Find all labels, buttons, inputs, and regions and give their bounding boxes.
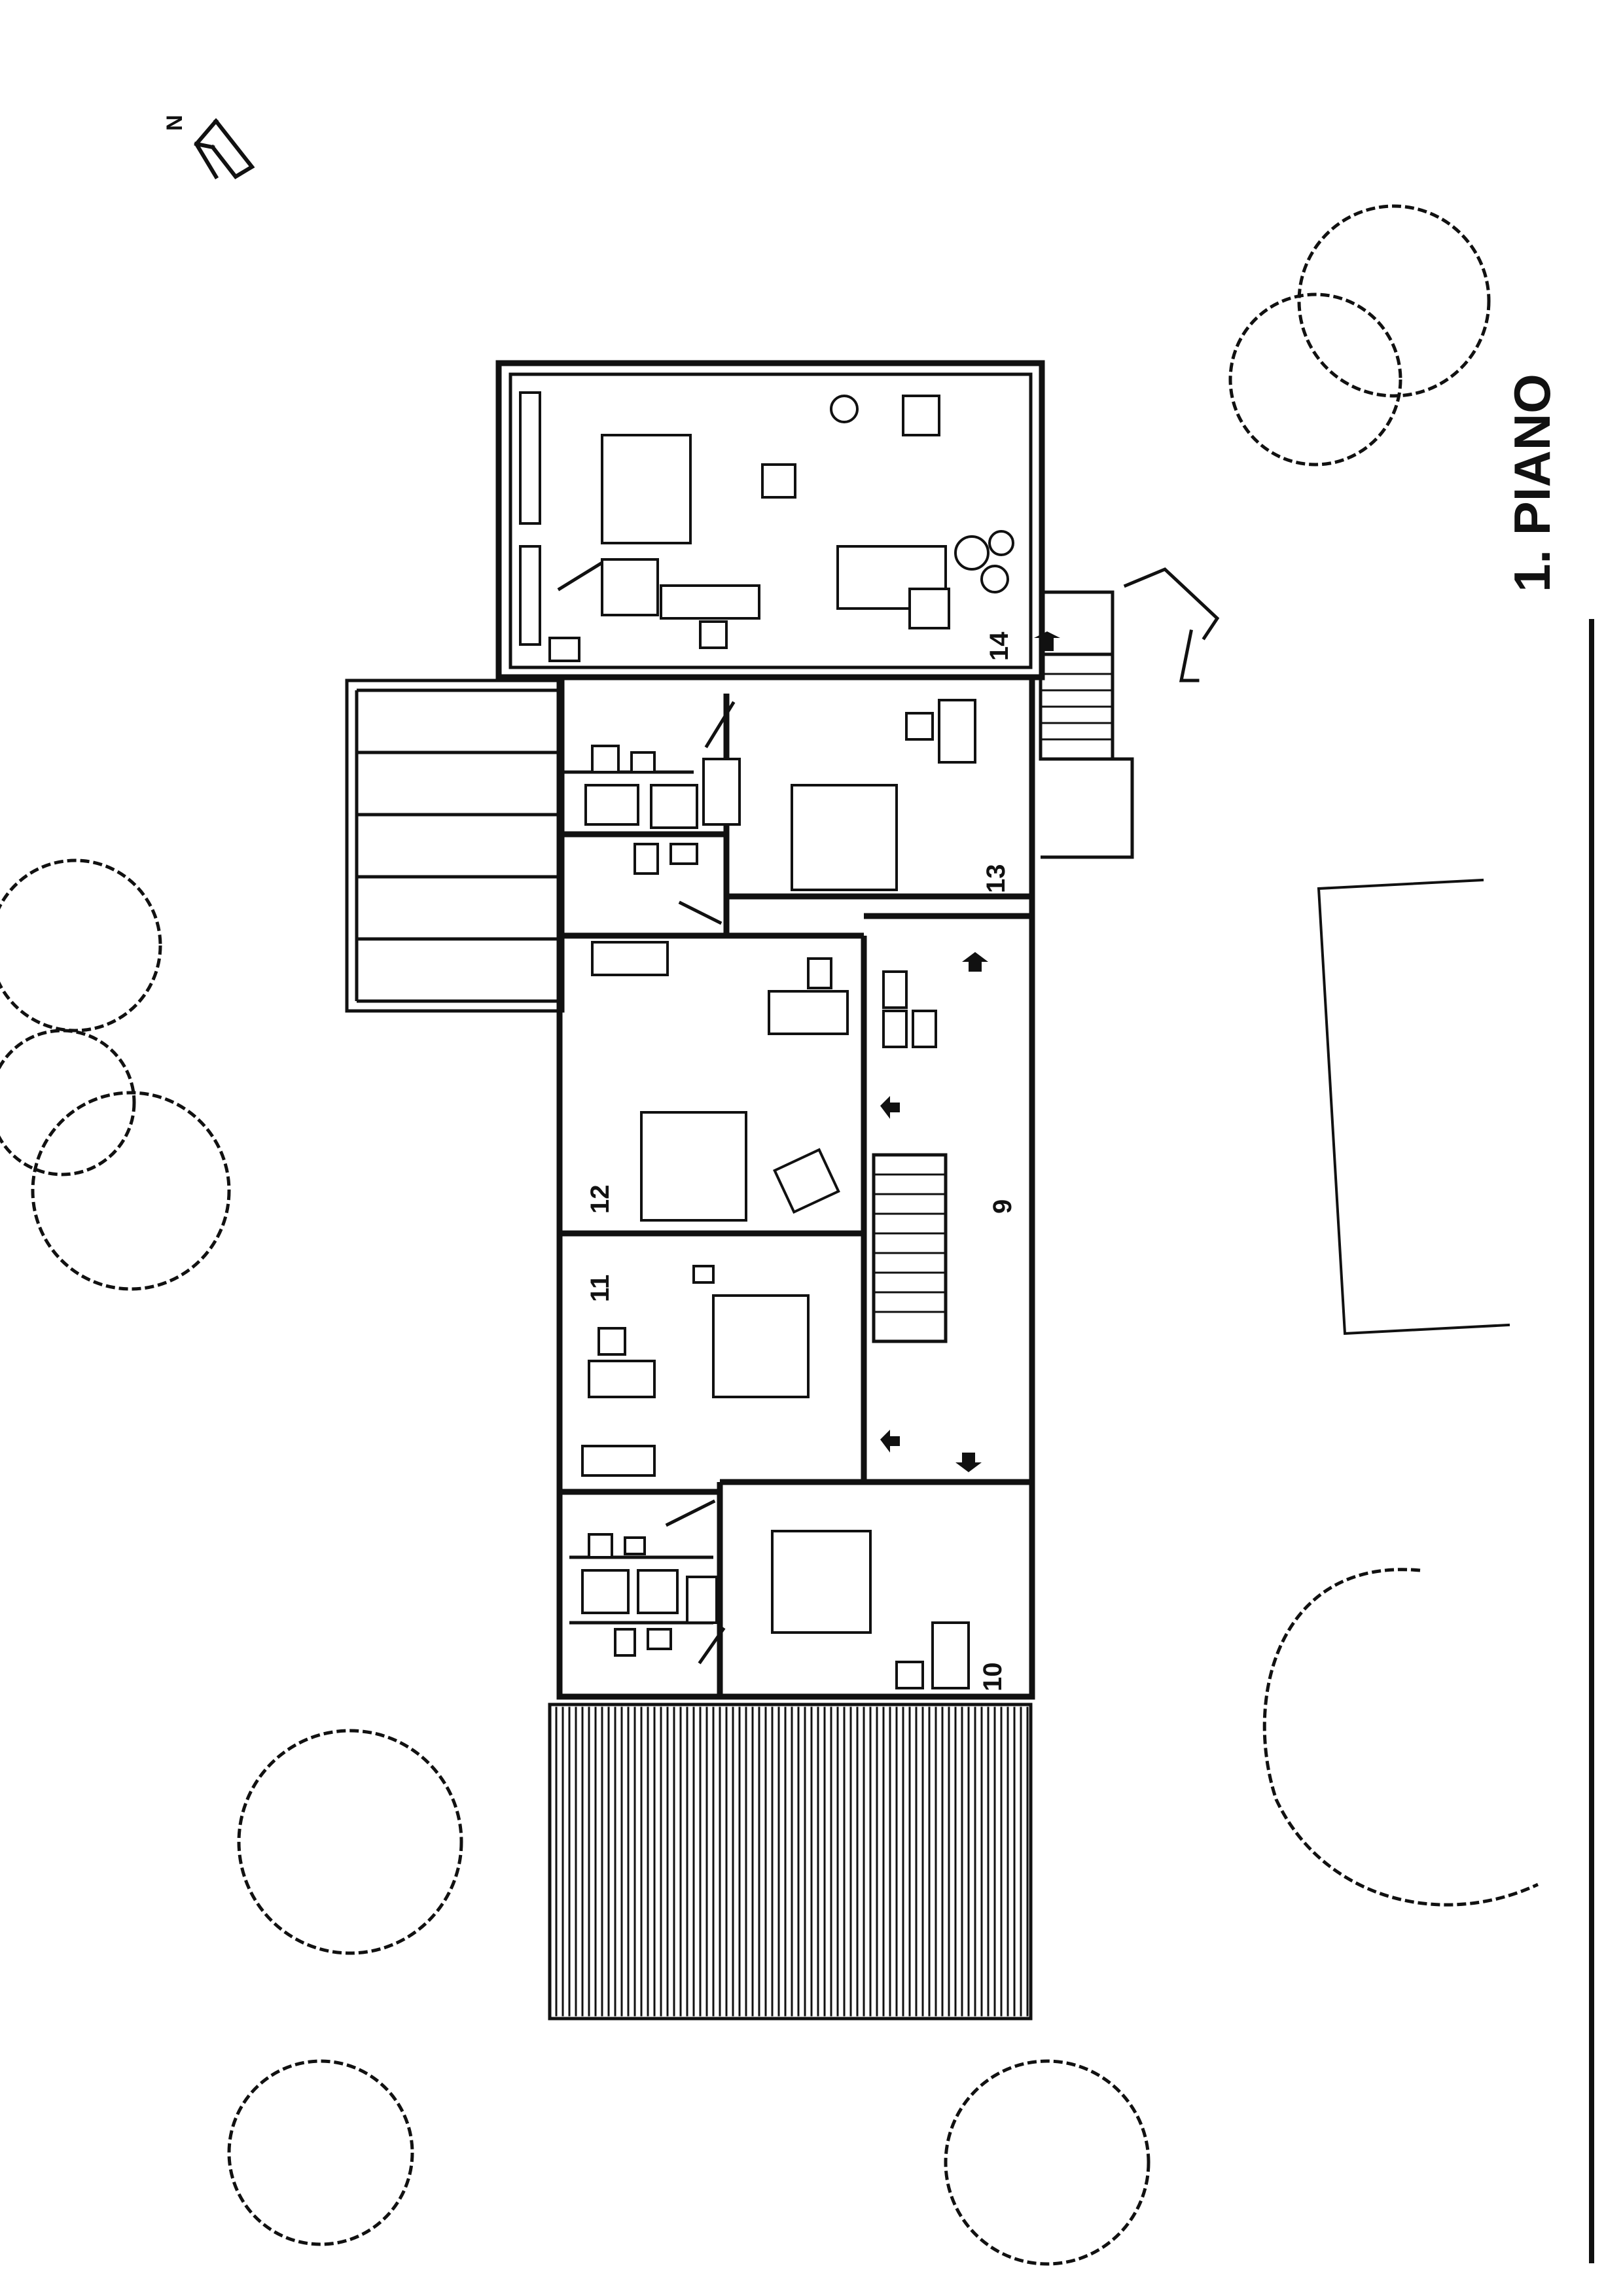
furniture [519,391,1014,1689]
room-label-12: 12 [586,1185,615,1214]
direction-arrow-icon [880,631,1060,1472]
page-title: 1. PIANO [1503,374,1561,592]
room-label-14: 14 [985,631,1014,661]
terrace-hatch [548,1703,1033,2021]
room-label-9: 9 [988,1199,1017,1214]
room-label-11: 11 [586,1275,615,1302]
room-labels: 9 10 11 12 13 14 [586,631,1017,1691]
stair-icon [872,567,1220,1343]
north-arrow-icon: N [162,115,255,180]
room-label-13: 13 [982,864,1010,894]
tree-icon [0,204,1539,2266]
room-label-10: 10 [978,1663,1007,1692]
north-label: N [162,115,187,131]
garden-outline [1317,878,1510,1335]
